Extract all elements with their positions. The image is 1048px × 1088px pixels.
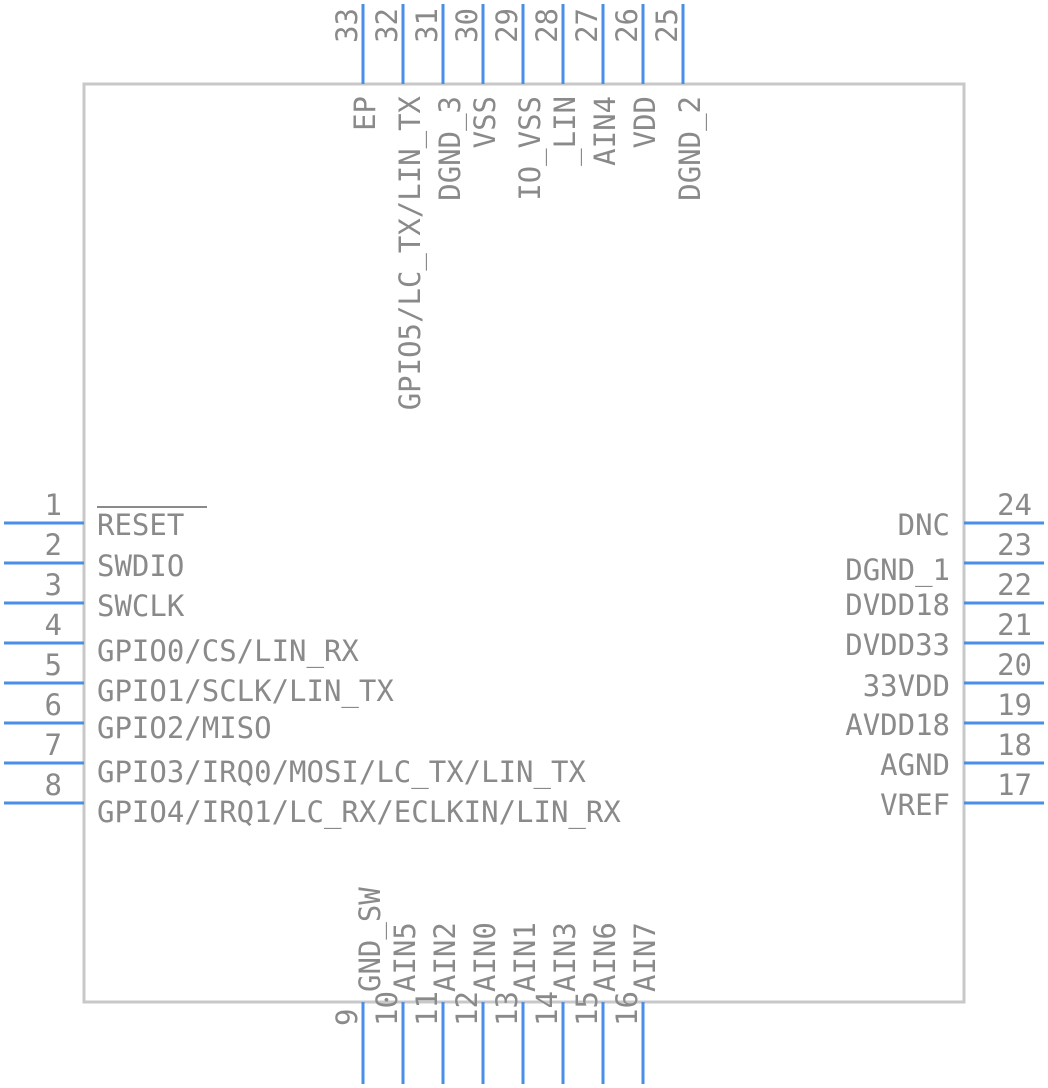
- pin-26-label: VDD: [628, 96, 662, 148]
- pin-9-label: GND_SW: [353, 887, 388, 992]
- pin-11-number: 11: [410, 991, 444, 1026]
- pin-8-label: GPIO4/IRQ1/LC_RX/ECLKIN/LIN_RX: [97, 795, 621, 830]
- pin-21-label: DVDD33: [845, 628, 950, 662]
- ic-body-outline: [82, 82, 966, 1004]
- pin-19-label: AVDD18: [845, 708, 950, 742]
- pin-5-number: 5: [45, 648, 62, 682]
- pin-33-label: EP: [348, 96, 382, 131]
- pin-17-number: 17: [997, 768, 1032, 802]
- pin-5-label: GPIO1/SCLK/LIN_TX: [97, 674, 394, 709]
- pin-12-label: AIN0: [468, 922, 502, 992]
- pin-11-label: AIN2: [428, 922, 462, 992]
- pin-6-number: 6: [45, 688, 62, 722]
- pin-25-label: DGND_2: [673, 96, 708, 201]
- pin-13-label: AIN1: [508, 922, 542, 992]
- pin-23-label: DGND_1: [845, 553, 950, 588]
- pin-22-number: 22: [997, 568, 1032, 602]
- pin-19-number: 19: [997, 688, 1032, 722]
- pin-10-label: AIN5: [388, 922, 422, 992]
- pin-30-number: 30: [450, 8, 484, 43]
- pin-33-number: 33: [330, 8, 364, 43]
- pin-20-label: 33VDD: [863, 669, 950, 703]
- pin-29-label: IO_VSS: [513, 96, 548, 201]
- pin-27-number: 27: [570, 8, 604, 43]
- pin-25-number: 25: [650, 8, 684, 43]
- pin-15-label: AIN6: [588, 922, 622, 992]
- pin-29-number: 29: [490, 8, 524, 43]
- pin-28-label: _LIN: [548, 96, 583, 166]
- pin-3-label: SWCLK: [97, 589, 185, 623]
- pin-24-label: DNC: [898, 508, 950, 542]
- pin-20-number: 20: [997, 648, 1032, 682]
- pin-2-label: SWDIO: [97, 549, 184, 583]
- pin-14-number: 14: [530, 991, 564, 1026]
- pin-12-number: 12: [450, 991, 484, 1026]
- pin-1-label: RESET: [97, 508, 184, 542]
- pin-6-label: GPIO2/MISO: [97, 711, 272, 745]
- pin-30-label: VSS: [468, 96, 502, 148]
- pin-2-number: 2: [45, 528, 62, 562]
- pin-22-label: DVDD18: [845, 588, 950, 622]
- labels-layer: RESET SWDIO SWCLK GPIO0/CS/LIN_RX GPIO1/SCLK…: [97, 95, 950, 992]
- pins-layer: [4, 4, 1044, 1084]
- pin-13-number: 13: [490, 991, 524, 1026]
- pin-17-label: VREF: [880, 788, 950, 822]
- pin-27-label: AIN4: [588, 96, 622, 166]
- pin-15-number: 15: [570, 991, 604, 1026]
- pin-23-number: 23: [997, 528, 1032, 562]
- pin-21-number: 21: [997, 608, 1032, 642]
- pin-14-label: AIN3: [548, 922, 582, 992]
- pin-4-number: 4: [45, 608, 62, 642]
- pin-1-number: 1: [45, 488, 62, 522]
- pin-4-label: GPIO0/CS/LIN_RX: [97, 634, 359, 669]
- pin-32-number: 32: [370, 8, 404, 43]
- pin-10-number: 10: [370, 991, 404, 1026]
- pin-7-label: GPIO3/IRQ0/MOSI/LC_TX/LIN_TX: [97, 755, 586, 790]
- pin-28-number: 28: [530, 8, 564, 43]
- pin-18-number: 18: [997, 728, 1032, 762]
- pin-16-number: 16: [610, 991, 644, 1026]
- pin-3-number: 3: [45, 568, 62, 602]
- pin-16-label: AIN7: [628, 922, 662, 992]
- pin-26-number: 26: [610, 8, 644, 43]
- pin-32-label: GPIO5/LC_TX/LIN_TX: [393, 95, 428, 410]
- pin-8-number: 8: [45, 768, 62, 802]
- pin-24-number: 24: [997, 488, 1032, 522]
- pin-7-number: 7: [45, 728, 62, 762]
- pin-18-label: AGND: [880, 748, 950, 782]
- pin-9-number: 9: [330, 1009, 364, 1026]
- pin-31-number: 31: [410, 8, 444, 43]
- pin-31-label: DGND_3: [433, 96, 468, 201]
